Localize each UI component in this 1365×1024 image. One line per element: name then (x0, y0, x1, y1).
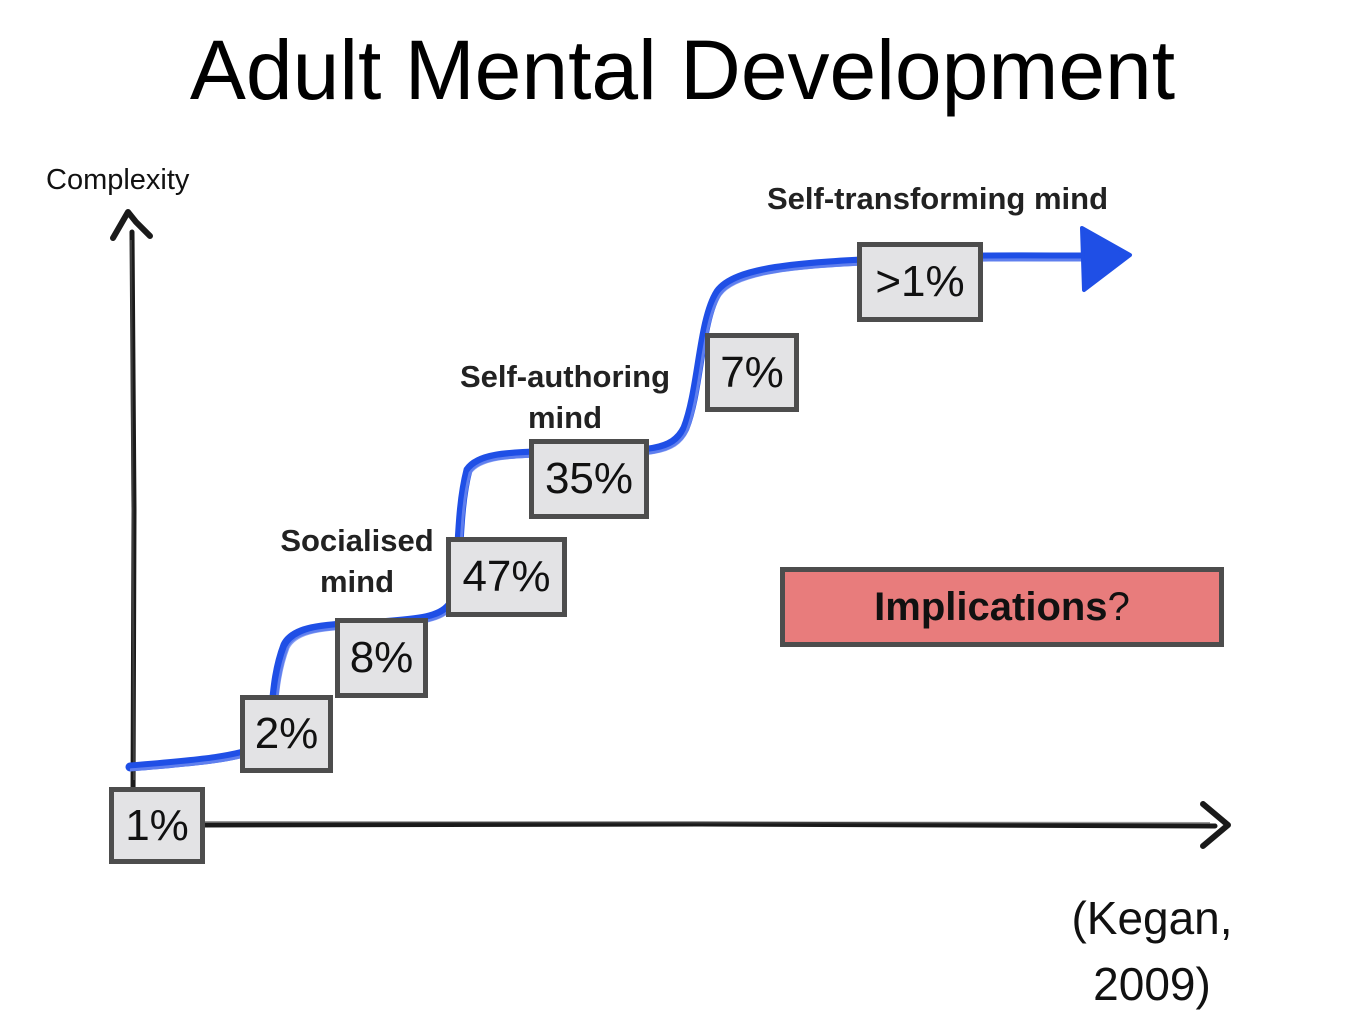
citation-line: 2009) (1093, 958, 1211, 1010)
percentage-box-2: 2% (240, 695, 333, 773)
percentage-box-6: 7% (705, 333, 799, 412)
page-title: Adult Mental Development (189, 23, 1176, 117)
stage-label-self-authoring: Self-authoring mind (440, 356, 690, 438)
x-axis (197, 801, 1231, 849)
stage-label-socialised: Socialised mind (262, 520, 452, 602)
stage-label-line: mind (527, 400, 603, 435)
percentage-box-7: >1% (857, 242, 983, 322)
development-curve (125, 226, 1132, 772)
y-axis-label: Complexity (46, 164, 190, 196)
implications-box: Implications? (780, 567, 1224, 647)
curve-arrowhead (1080, 226, 1132, 292)
stage-label-line: Socialised (280, 523, 434, 558)
percentage-box-5: 35% (529, 439, 649, 519)
stage-label-line: mind (319, 564, 395, 599)
citation-line: (Kegan, (1071, 892, 1233, 944)
y-axis (110, 209, 153, 803)
implications-question-mark: ? (1107, 584, 1130, 629)
y-axis-arrowhead (110, 209, 153, 241)
stage-label-self-transforming: Self-transforming mind (766, 181, 1108, 216)
x-axis-arrowhead (1200, 801, 1231, 849)
percentage-box-3: 8% (335, 618, 428, 698)
implications-label: Implications (874, 584, 1108, 629)
percentage-box-4: 47% (446, 537, 567, 617)
citation: (Kegan, 2009) (1040, 885, 1264, 1017)
stage-label-line: Self-authoring (459, 359, 671, 394)
percentage-box-1: 1% (109, 787, 205, 864)
